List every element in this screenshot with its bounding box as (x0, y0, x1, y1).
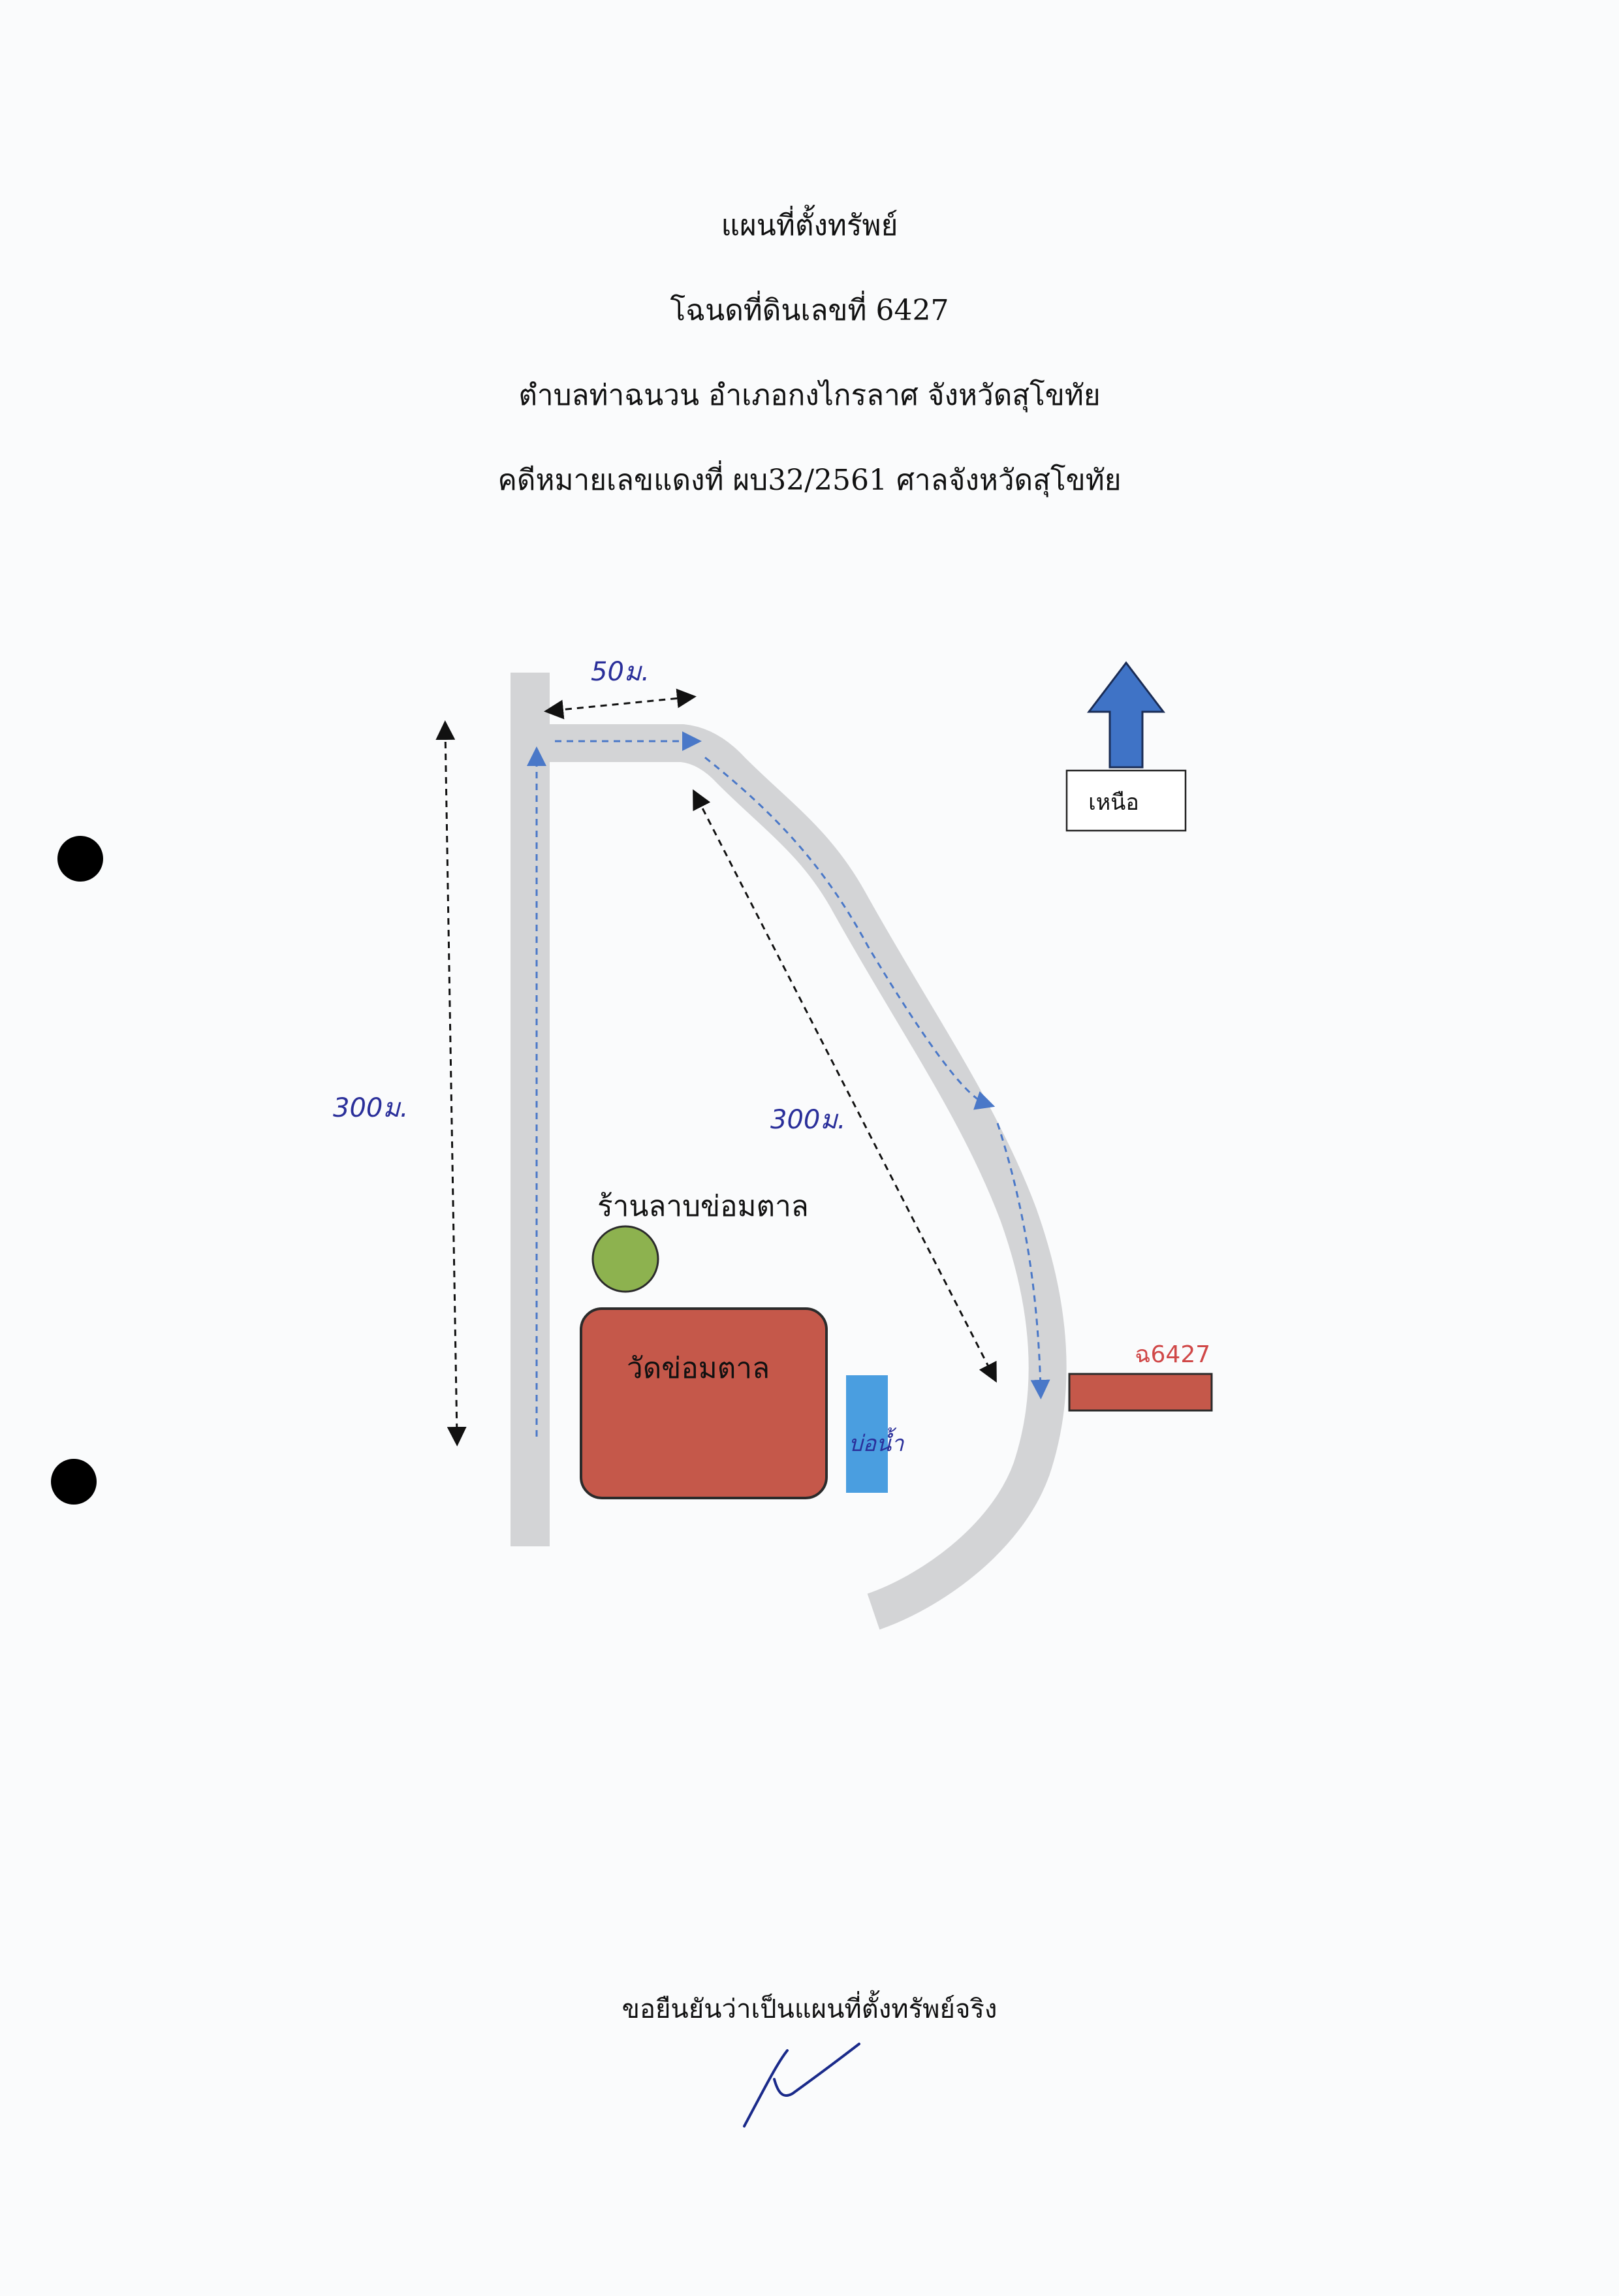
temple-label: วัดข่อมตาล (627, 1352, 770, 1385)
route-arrow-south (996, 1123, 1050, 1399)
pond (846, 1375, 888, 1493)
temple-building (580, 1307, 828, 1499)
distance-label-left: 300ม. (333, 1093, 408, 1123)
north-arrow-icon (1086, 661, 1166, 769)
signature-mark (743, 2043, 860, 2128)
land-plot (1068, 1373, 1213, 1412)
north-indicator: เหนือ (1065, 661, 1187, 832)
pond-label: บ่อน้ำ (849, 1427, 904, 1457)
dimension-left (435, 720, 467, 1446)
north-label-box (1065, 769, 1187, 832)
deed-number: โฉนดที่ดินเลขที่ 6427 (670, 294, 949, 327)
case-number: คดีหมายเลขแดงที่ ผบ32/2561 ศาลจังหวัดสุโ… (497, 464, 1122, 497)
road-vertical (511, 673, 550, 1546)
distance-label-top: 50ม. (591, 657, 650, 687)
north-label: เหนือ (1088, 789, 1139, 816)
punch-hole-bottom (51, 1459, 97, 1505)
location-text: ตำบลท่าฉนวน อำเภอกงไกรลาศ จังหวัดสุโขทัย (518, 379, 1101, 412)
map-title: แผนที่ตั้งทรัพย์ (721, 209, 898, 242)
dimension-diagonal (693, 789, 997, 1383)
dimension-top (544, 688, 697, 720)
land-plot-label: ฉ6427 (1135, 1341, 1210, 1368)
certification-text: ขอยืนยันว่าเป็นแผนที่ตั้งทรัพย์จริง (621, 1994, 998, 2024)
shop-marker (591, 1225, 659, 1293)
distance-label-diagonal: 300ม. (770, 1105, 845, 1135)
shop-label: ร้านลาบข่อมตาล (597, 1190, 809, 1223)
distance-markers (435, 688, 997, 1446)
punch-hole-top (57, 836, 103, 882)
